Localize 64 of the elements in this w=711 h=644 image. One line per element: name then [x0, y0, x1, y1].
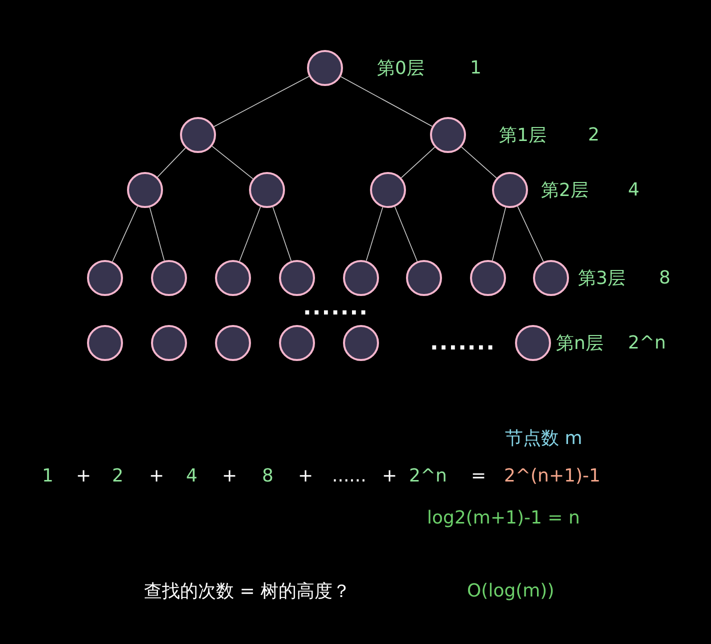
tree-edge	[214, 76, 310, 127]
tree-edge	[239, 206, 261, 262]
tree-edge	[157, 148, 186, 178]
tree-edge	[149, 206, 165, 262]
label-text: 4	[628, 180, 640, 200]
label-text: +	[382, 466, 398, 486]
tree-node-circle	[215, 260, 251, 296]
ellipsis-text: .......	[430, 330, 496, 356]
label-text: 第0层	[377, 57, 424, 80]
tree-node-circle	[249, 172, 285, 208]
tree-edge	[272, 206, 292, 262]
tree-node-circle	[215, 325, 251, 361]
label-text: 2^n	[409, 466, 447, 486]
tree-node-circle	[515, 325, 551, 361]
label-text: 查找的次数 = 树的高度？	[144, 580, 351, 603]
label-text: 2	[112, 466, 124, 486]
tree-node-circle	[307, 50, 343, 86]
tree-edge	[400, 146, 436, 178]
label-text: 第2层	[541, 179, 588, 202]
tree-edge	[112, 206, 138, 262]
tree-node-circle	[492, 172, 528, 208]
label-text: +	[149, 466, 164, 486]
ellipsis-text: .......	[303, 296, 369, 320]
label-text: +	[76, 466, 92, 486]
tree-node-circle	[279, 260, 315, 296]
tree-node-circle	[279, 325, 315, 361]
tree-node-circle	[533, 260, 569, 296]
tree-node-circle	[127, 172, 163, 208]
label-text: 第1层	[499, 124, 546, 147]
label-text: ......	[332, 466, 366, 486]
label-text: 8	[262, 466, 274, 486]
tree-node-circle	[151, 260, 187, 296]
label-text: =	[471, 466, 486, 486]
label-text: 8	[659, 268, 670, 288]
label-text: 第n层	[556, 332, 604, 355]
label-text: 节点数 m	[505, 427, 582, 450]
tree-edge	[340, 76, 433, 127]
tree-node-circle	[87, 260, 123, 296]
tree-edge	[394, 206, 418, 262]
tree-node-circle	[151, 325, 187, 361]
label-text: log2(m+1)-1 = n	[427, 508, 580, 528]
label-text: 1	[42, 466, 54, 486]
tree-edge	[492, 207, 506, 261]
label-text: 4	[186, 466, 198, 486]
label-text: 1	[470, 58, 482, 78]
tree-node-circle	[430, 117, 466, 153]
tree-node-circle	[370, 172, 406, 208]
tree-node-circle	[406, 260, 442, 296]
tree-node-circle	[343, 325, 379, 361]
tree-edge	[212, 146, 254, 180]
label-text: 2^n	[628, 332, 666, 354]
tree-edge	[461, 146, 497, 178]
label-text: 2^(n+1)-1	[504, 466, 600, 486]
label-text: O(log(m))	[467, 580, 554, 602]
label-text: 第3层	[578, 267, 626, 290]
label-text: +	[222, 466, 238, 486]
tree-edge	[366, 206, 384, 262]
tree-node-circle	[87, 325, 123, 361]
tree-node-circle	[470, 260, 506, 296]
tree-node-circle	[343, 260, 379, 296]
label-text: +	[298, 466, 314, 486]
tree-node-circle	[180, 117, 216, 153]
label-text: 2	[588, 124, 600, 146]
tree-edge	[517, 206, 544, 262]
